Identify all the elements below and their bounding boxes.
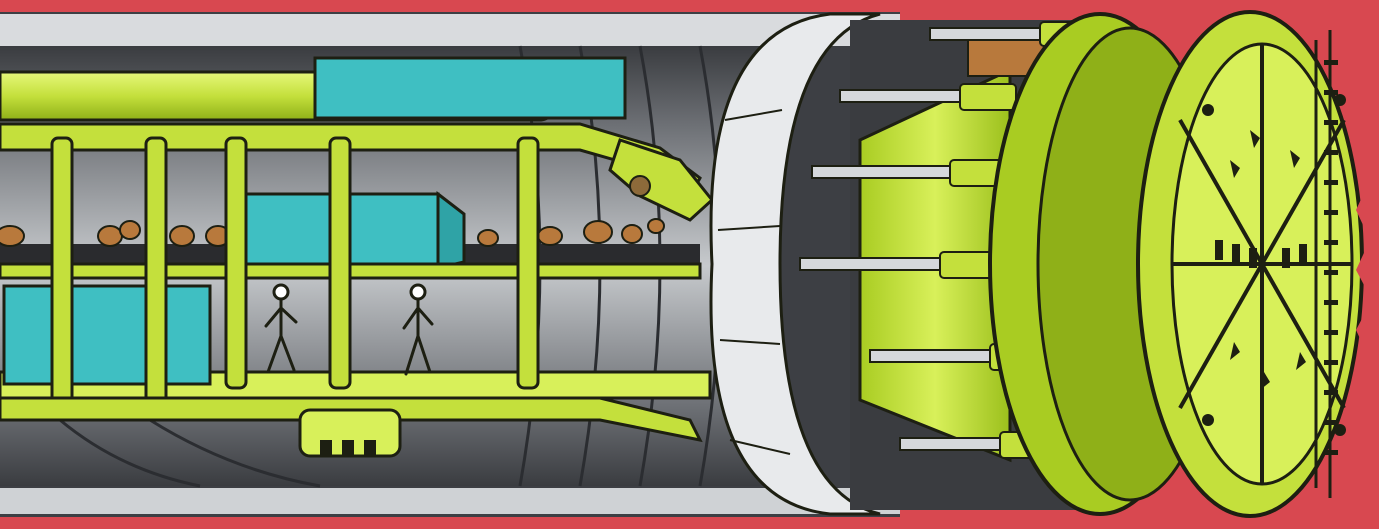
track-carriage bbox=[300, 410, 400, 456]
tunnel-light-band-bottom bbox=[0, 488, 900, 514]
erector-pivot bbox=[630, 176, 650, 196]
cutter-head-icon bbox=[1138, 12, 1362, 516]
lower-tank bbox=[4, 286, 210, 384]
upper-tank bbox=[315, 58, 625, 118]
